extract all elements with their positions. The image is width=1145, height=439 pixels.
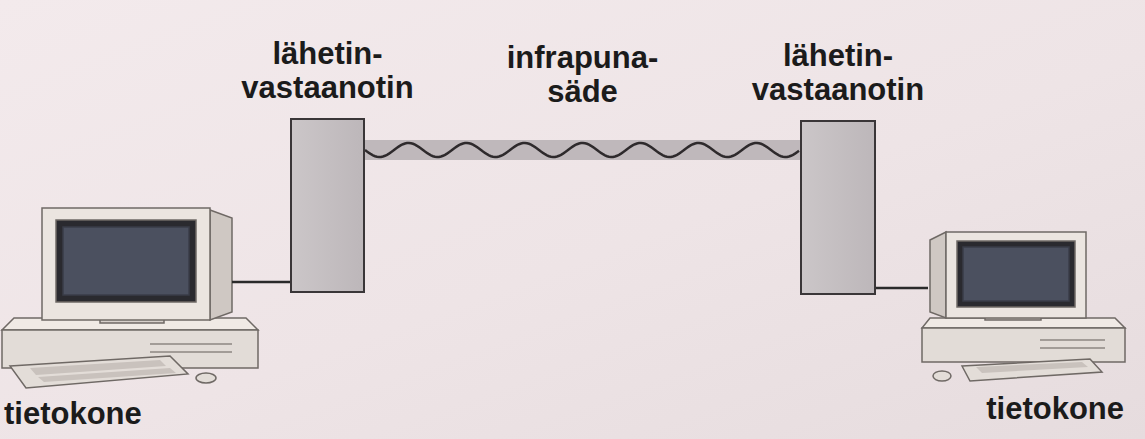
computer-illustration	[2, 208, 258, 388]
computer-illustration	[922, 232, 1125, 381]
cable	[232, 281, 290, 284]
beam-label: infrapuna- säde	[478, 41, 688, 110]
computer-label: tietokone	[4, 397, 142, 432]
transceiver-body	[800, 120, 876, 295]
device-label: lähetin- vastaanotin	[223, 37, 433, 106]
beam-band	[365, 140, 800, 160]
device-label: lähetin- vastaanotin	[733, 39, 943, 108]
cable-line	[232, 282, 290, 283]
cable	[876, 287, 928, 290]
beam-wave	[365, 143, 799, 157]
transceiver-body	[290, 118, 365, 293]
transceiver-box: lähetin- vastaanotin	[800, 39, 876, 295]
cable-line	[876, 288, 928, 289]
transceiver-box: lähetin- vastaanotin	[290, 37, 365, 293]
computer-node: tietokone	[0, 204, 232, 436]
infrared-beam	[365, 143, 800, 157]
computer-label: tietokone	[986, 392, 1124, 427]
computer-node: tietokone	[928, 228, 1128, 433]
